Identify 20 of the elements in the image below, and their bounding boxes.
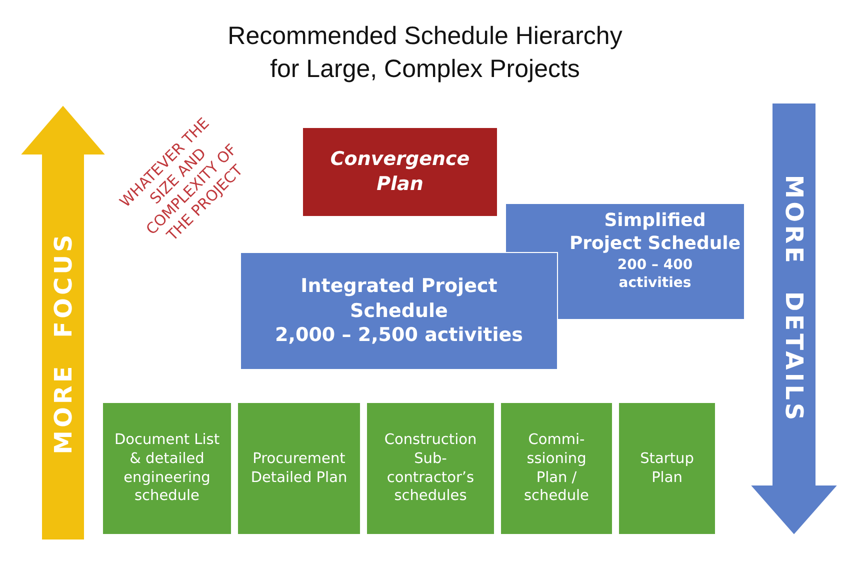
box-heading: Integrated Project Schedule: [300, 274, 498, 324]
schedule-box: [237, 402, 361, 535]
arrow-label: MORE FOCUS: [49, 231, 77, 454]
schedule-box: [302, 127, 498, 217]
box-heading: Procurement Detailed Plan: [250, 450, 348, 488]
box-heading: Convergence Plan: [329, 147, 471, 197]
box-heading: Startup Plan: [639, 450, 695, 488]
box-subtext: 200 – 400 activities: [616, 256, 694, 292]
arrow-label: MORE DETAILS: [780, 174, 808, 424]
schedule-box: [618, 402, 716, 535]
box-heading: Simplified Project Schedule: [568, 208, 742, 256]
schedule-box: [240, 252, 558, 370]
box-heading: Document List & detailed engineering schedule: [113, 430, 221, 506]
box-heading: Construction Sub-contractor’s schedules: [383, 430, 478, 506]
schedule-box: [102, 402, 232, 535]
box-subtext: 2,000 – 2,500 activities: [275, 323, 523, 348]
schedule-box: [500, 402, 613, 535]
diagram-title: Recommended Schedule Hierarchy for Large, Complex Projects: [226, 21, 624, 85]
box-heading: Commi- ssioning Plan / schedule: [523, 430, 590, 506]
schedule-box: [366, 402, 495, 535]
